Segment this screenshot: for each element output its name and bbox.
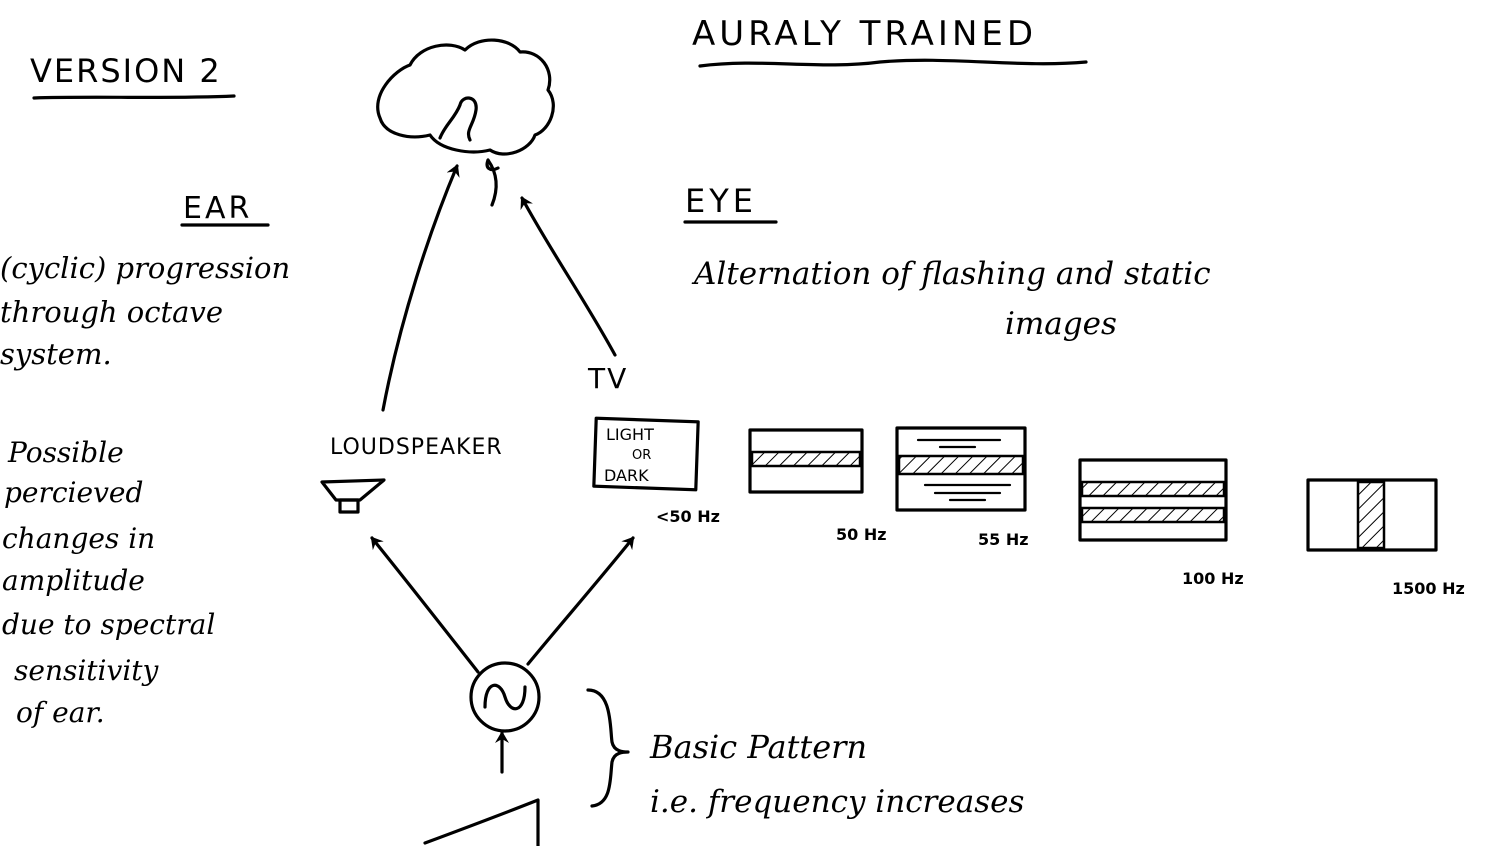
frame-label-1: <50 Hz: [656, 507, 720, 526]
ear-note-line-2: percieved: [4, 476, 143, 509]
ear-note-line-4: amplitude: [2, 564, 145, 597]
loudspeaker-label: LOUDSPEAKER: [330, 435, 503, 460]
ear-desc-line-1: (cyclic) progression: [0, 251, 290, 285]
frame-label-4: 100 Hz: [1182, 569, 1244, 588]
tv-label: TV: [587, 362, 628, 395]
frame-1500hz: [1306, 478, 1438, 552]
ear-note: Possible percieved changes in amplitude …: [2, 436, 215, 729]
tv-screen-line-3: DARK: [604, 466, 649, 485]
ear-note-line-6: sensitivity: [14, 654, 160, 687]
pattern-subtitle: i.e. frequency increases: [650, 784, 1024, 820]
frame-100hz: [1078, 458, 1228, 542]
loudspeaker-icon: [320, 478, 386, 514]
ear-note-line-5: due to spectral: [2, 608, 215, 641]
ramp-waveform-icon: [423, 798, 540, 846]
ear-desc-line-2: through octave: [0, 295, 223, 329]
pattern-brace: [586, 688, 630, 808]
ear-note-line-3: changes in: [2, 522, 155, 555]
frame-label-2: 50 Hz: [836, 525, 887, 544]
ear-heading: EAR: [183, 191, 252, 226]
oscillator-to-tv-arrow: [526, 536, 635, 666]
eye-desc-line-2: images: [1005, 306, 1117, 342]
loudspeaker-to-head-arrow: [381, 164, 460, 412]
ear-description: (cyclic) progression through octave syst…: [0, 251, 290, 371]
diagram-title: AURALY TRAINED: [692, 14, 1037, 54]
head-icon: [376, 38, 555, 207]
frame-55hz: [895, 426, 1027, 512]
tv-to-head-arrow: [520, 196, 617, 357]
tv-screen-line-2: OR: [632, 448, 651, 463]
ear-note-line-7: of ear.: [16, 696, 105, 729]
eye-heading: EYE: [685, 182, 757, 220]
ear-desc-line-3: system.: [0, 337, 112, 371]
frame-label-5: 1500 Hz: [1392, 579, 1465, 598]
frame-label-3: 55 Hz: [978, 530, 1029, 549]
frame-50hz: [748, 428, 864, 494]
oscillator-icon: [469, 661, 541, 733]
pattern-title: Basic Pattern: [649, 728, 867, 766]
oscillator-to-loudspeaker-arrow: [370, 536, 480, 674]
version-underline: [32, 94, 236, 100]
tv-screen-line-1: LIGHT: [606, 425, 654, 444]
title-underline: [698, 58, 1088, 68]
eye-desc-line-1: Alternation of flashing and static: [691, 256, 1211, 292]
version-label: VERSION 2: [30, 52, 222, 90]
ear-note-line-1: Possible: [7, 436, 124, 469]
tv-screen: LIGHT OR DARK: [592, 416, 700, 492]
